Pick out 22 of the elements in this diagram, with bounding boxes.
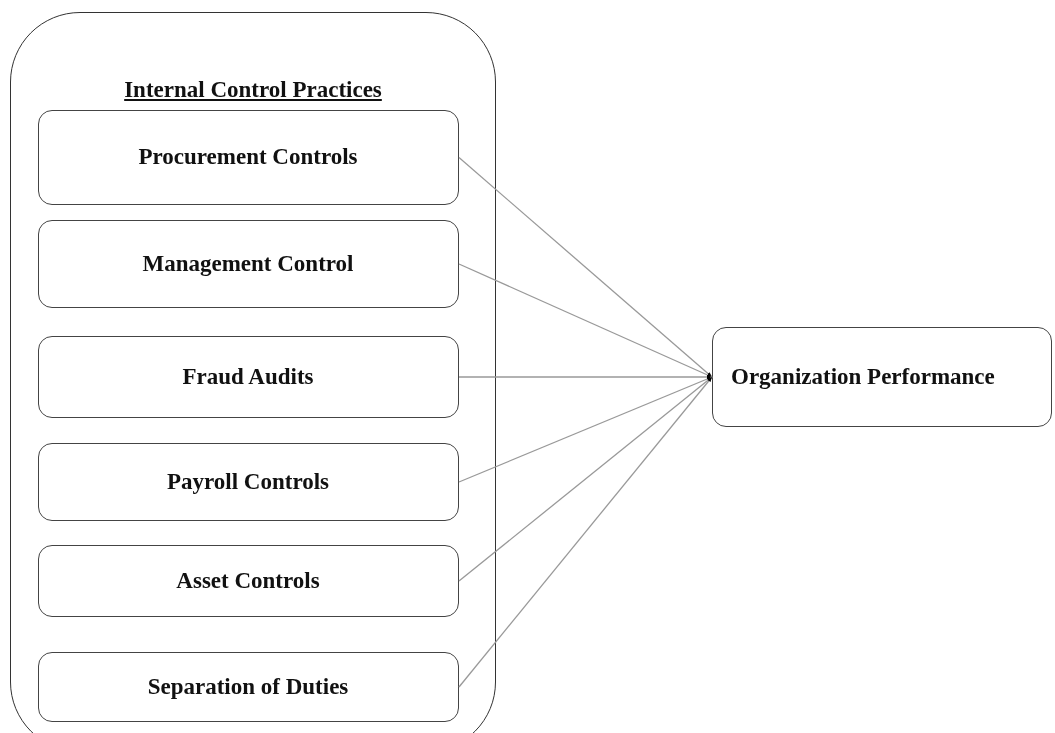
process-box xyxy=(712,327,1052,427)
process-box xyxy=(37,335,459,418)
process-box xyxy=(37,442,459,521)
connector-arrow xyxy=(458,375,713,379)
group-heading: Internal Control Practices xyxy=(124,77,382,102)
box-label: Fraud Audits xyxy=(182,362,314,391)
connector-arrow xyxy=(458,156,713,378)
box-label: Procurement Controls xyxy=(138,143,358,172)
process-box xyxy=(37,544,459,617)
connector-arrow xyxy=(458,376,713,688)
connector-arrow xyxy=(458,376,713,483)
connector-arrow xyxy=(458,263,713,378)
process-box xyxy=(37,109,459,205)
process-box xyxy=(37,219,459,308)
process-box xyxy=(37,651,459,722)
box-label: Separation of Duties xyxy=(147,672,349,701)
connector-arrow xyxy=(458,376,713,582)
box-label: Asset Controls xyxy=(176,566,320,595)
box-label: Payroll Controls xyxy=(166,467,330,496)
box-label: Organization Performance xyxy=(731,363,995,392)
box-label: Management Control xyxy=(142,249,354,278)
group-box xyxy=(10,12,496,733)
